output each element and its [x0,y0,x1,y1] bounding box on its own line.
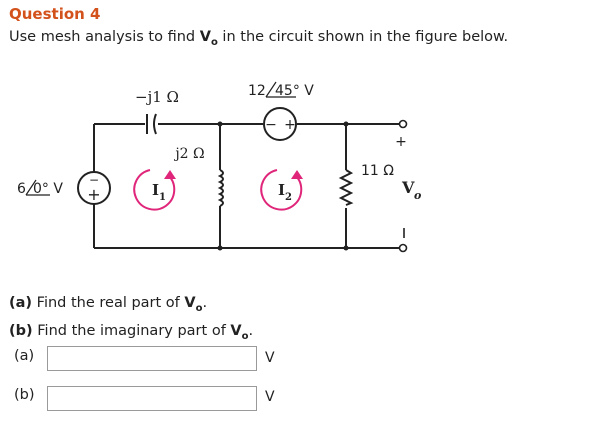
question-title: Question 4 [9,5,101,23]
answer-b-input[interactable] [47,386,257,411]
answer-a-label: (a) [14,348,35,364]
prompt-text-end: in the circuit shown in the figure below… [217,29,509,45]
inductor-symbol [217,169,224,207]
svg-text:V: V [401,178,415,197]
prompt-variable: Vo [199,29,218,48]
part-a-text: (a) Find the real part of Vo. [9,295,208,314]
capacitor-symbol [146,113,157,135]
svg-text:o: o [414,189,421,202]
left-source-label: 6 0° V [17,179,63,197]
svg-text:12: 12 [248,83,266,99]
sub-questions: (a) Find the real part of Vo. (b) Find t… [9,292,253,348]
terminal-bottom [398,243,408,253]
svg-text:+: + [87,185,100,204]
answer-a-unit: V [265,350,275,366]
svg-text:6: 6 [17,181,26,197]
top-source-label: 12 45° V [248,81,314,99]
answer-b-label: (b) [14,387,35,403]
answer-a-input[interactable] [47,346,257,371]
inductor-label: j2 Ω [173,146,204,162]
terminal-top [398,119,408,129]
part-b-text: (b) Find the imaginary part of Vo. [9,322,254,342]
svg-text:I: I [278,181,285,199]
svg-text:0° V: 0° V [33,181,63,197]
mesh-current-i2 [260,169,303,211]
svg-text:−: − [89,173,99,187]
top-voltage-source: − + [263,107,297,141]
mesh-current-i1 [133,169,176,211]
mesh2-label: I 2 [278,181,292,203]
svg-text:1: 1 [159,192,166,203]
svg-text:I: I [152,181,159,199]
svg-text:+: + [284,117,296,133]
svg-text:2: 2 [285,192,292,203]
circuit-diagram: − + − + −j1 Ω j2 Ω 12 45° V 6 0° V 11 Ω … [17,81,421,253]
resistor-label: 11 Ω [361,163,394,179]
prompt-text-start: Use mesh analysis to find [9,29,200,45]
resistor-symbol [338,169,354,206]
question-prompt: Use mesh analysis to find Vo in the circ… [9,29,508,48]
svg-text:45° V: 45° V [275,83,314,99]
answer-b-unit: V [265,389,275,405]
svg-text:−: − [265,117,277,133]
vo-label: V o [401,178,421,202]
vo-plus: + [395,134,407,150]
capacitor-label: −j1 Ω [135,88,179,106]
left-voltage-source: − + [77,171,111,205]
mesh1-label: I 1 [152,181,166,203]
